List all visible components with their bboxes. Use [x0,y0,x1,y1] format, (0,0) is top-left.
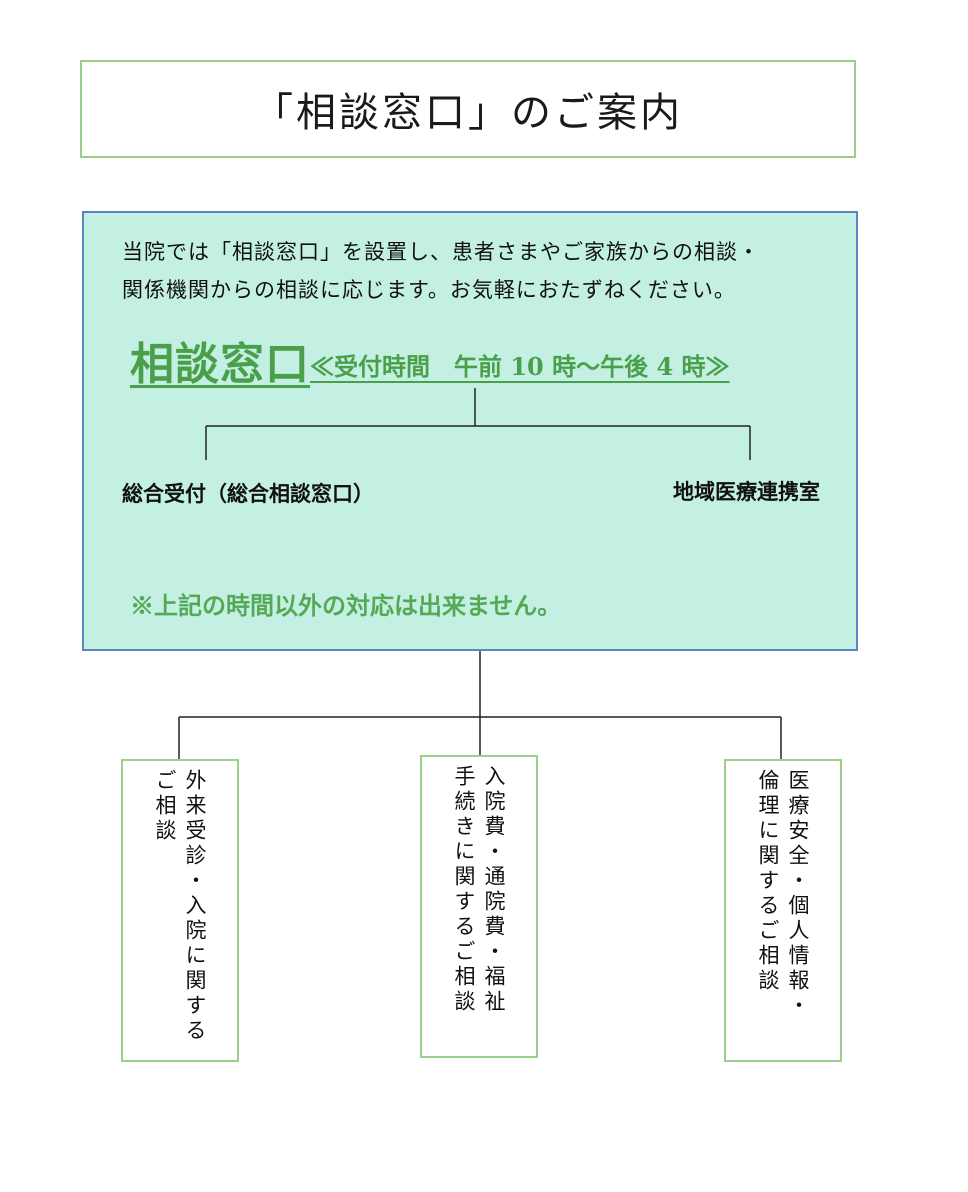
category-text-line-2: ご相談 [153,769,177,844]
consultation-category-safety-privacy: 医療安全・個人情報・ 倫理に関するご相談 [724,759,842,1062]
desk-heading: 相談窓口≪受付時間 午前 10 時～午後 4 時≫ [130,328,730,392]
consultation-desk-panel: 当院では「相談窓口」を設置し、患者さまやご家族からの相談・ 関係機関からの相談に… [82,211,858,651]
intro-line-1: 当院では「相談窓口」を設置し、患者さまやご家族からの相談・ [122,240,760,264]
intro-text: 当院では「相談窓口」を設置し、患者さまやご家族からの相談・ 関係機関からの相談に… [122,233,842,309]
category-text-line-1: 入院費・通院費・福祉 [482,765,506,1015]
consultation-category-outpatient: 外来受診・入院に関する ご相談 [121,759,239,1062]
category-text-line-2: 手続きに関するご相談 [452,765,476,1015]
title-box: 「相談窓口」のご案内 [80,60,856,158]
desk-hours: ≪受付時間 午前 10 時～午後 4 時≫ [310,352,730,381]
branch-regional-liaison: 地域医療連携室 [673,479,820,504]
desk-name: 相談窓口 [130,339,310,390]
category-text-line-1: 医療安全・個人情報・ [786,769,810,1019]
consultation-category-fees-welfare: 入院費・通院費・福祉 手続きに関するご相談 [420,755,538,1058]
hours-notice: ※上記の時間以外の対応は出来ません。 [130,591,562,620]
intro-line-2: 関係機関からの相談に応じます。お気軽におたずねください。 [122,278,736,302]
page-title: 「相談窓口」のご案内 [253,90,683,136]
category-text-line-2: 倫理に関するご相談 [756,769,780,994]
branch-general-reception: 総合受付（総合相談窓口） [122,481,374,506]
category-text-line-1: 外来受診・入院に関する [183,769,207,1044]
